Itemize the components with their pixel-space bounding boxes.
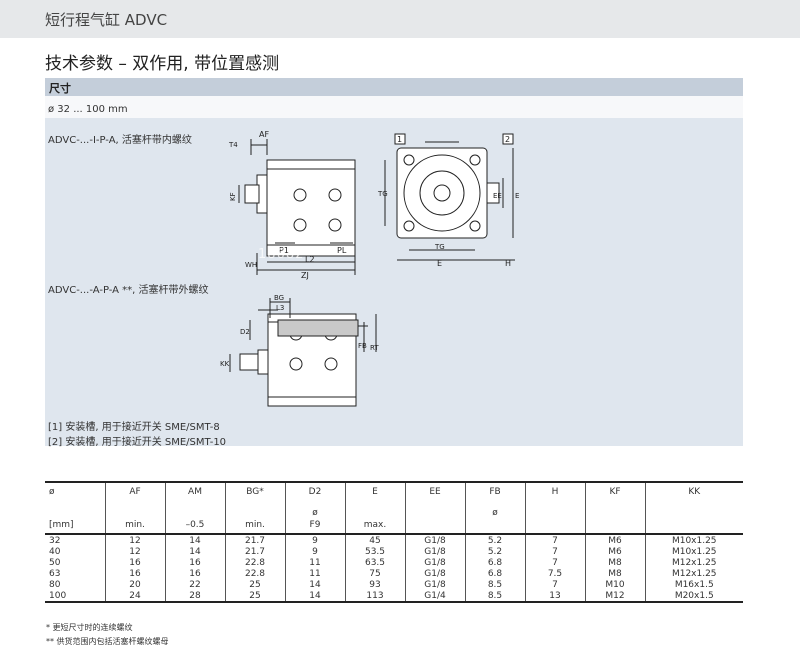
section-title: 技术参数 – 双作用, 带位置感测 xyxy=(45,54,280,74)
top-header-bar: 短行程气缸 ADVC xyxy=(0,0,800,38)
col-header: KK xyxy=(644,482,743,505)
label-FB: FB xyxy=(358,342,367,350)
col-header: BG* xyxy=(224,482,285,505)
label-AF: AF xyxy=(259,130,269,139)
label-H: H xyxy=(505,259,511,268)
diameter-range: ø 32 ... 100 mm xyxy=(48,104,128,115)
col-header: H xyxy=(524,482,585,505)
table-subheader-row: ø ø xyxy=(45,505,743,520)
label-T4: T4 xyxy=(228,141,238,149)
label-E: E xyxy=(437,259,442,268)
label-D2: D2 xyxy=(240,328,250,336)
note-slot-1: [1] 安装槽, 用于接近开关 SME/SMT-8 xyxy=(48,422,220,433)
col-unit: min. xyxy=(104,520,165,535)
label-P1: P1 xyxy=(279,246,289,255)
footnote-2: ** 供货范围内包括活塞杆螺纹螺母 xyxy=(46,637,169,646)
label-L2: L2 xyxy=(305,255,315,264)
col-unit: [mm] xyxy=(45,520,105,535)
label-L3: L3 xyxy=(276,304,284,312)
watermark-text: 18682 xyxy=(258,247,305,262)
drawing-front-view: 1 2 TG TG E H EE E xyxy=(377,133,519,268)
label-ZJ: ZJ xyxy=(301,271,309,280)
page-header-title: 短行程气缸 ADVC xyxy=(45,11,168,29)
col-header: KF xyxy=(584,482,645,505)
label-EE: EE xyxy=(493,192,502,200)
panel-range-strip xyxy=(45,96,743,118)
col-header: E xyxy=(344,482,405,505)
col-header: D2 xyxy=(284,482,345,505)
col-unit: –0.5 xyxy=(164,520,225,535)
table-unit-row: [mm] min. –0.5 min. F9 max. xyxy=(45,520,743,535)
label-KK: KK xyxy=(220,360,230,368)
panel-heading-bar: 尺寸 xyxy=(45,78,743,96)
callout-2: 2 xyxy=(505,135,510,144)
footnote-1: * 更短尺寸时的连续螺纹 xyxy=(46,623,133,632)
col-header: FB xyxy=(464,482,525,505)
note-slot-2: [2] 安装槽, 用于接近开关 SME/SMT-10 xyxy=(48,437,227,448)
col-header: ø xyxy=(49,487,55,497)
variant-external-thread: ADVC-...-A-P-A **, 活塞杆带外螺纹 xyxy=(48,285,209,296)
col-sub-diameter: ø xyxy=(464,505,525,520)
table-header-row: ø AF AM BG* D2 E EE FB H KF KK xyxy=(45,482,743,505)
drawing-side-view-internal-thread: AF T4 KF P1 PL L2 WH ZJ xyxy=(228,130,356,280)
label-BG: BG xyxy=(274,294,284,302)
label-KF: KF xyxy=(229,192,237,201)
col-sub-diameter: ø xyxy=(284,505,345,520)
label-TG-vertical: TG xyxy=(377,190,388,198)
label-PL: PL xyxy=(337,246,347,255)
drawing-side-view-external-thread: BG L3 D2 KK FB RT xyxy=(220,294,379,407)
col-header: AM xyxy=(164,482,225,505)
panel-heading: 尺寸 xyxy=(49,82,71,95)
variant-internal-thread: ADVC-...-I-P-A, 活塞杆带内螺纹 xyxy=(48,135,192,146)
col-unit: F9 xyxy=(284,520,345,535)
label-TG-horizontal: TG xyxy=(434,243,445,251)
col-header: AF xyxy=(104,482,165,505)
dimensions-table: ø AF AM BG* D2 E EE FB H KF KK ø ø [mm] … xyxy=(45,481,743,603)
dimensions-panel xyxy=(45,78,743,446)
col-header: EE xyxy=(404,482,465,505)
label-E-vertical: E xyxy=(515,192,519,200)
callout-1: 1 xyxy=(397,135,402,144)
col-unit: min. xyxy=(224,520,285,535)
label-WH: WH xyxy=(245,261,257,269)
label-RT: RT xyxy=(370,344,379,352)
col-unit: max. xyxy=(344,520,405,535)
